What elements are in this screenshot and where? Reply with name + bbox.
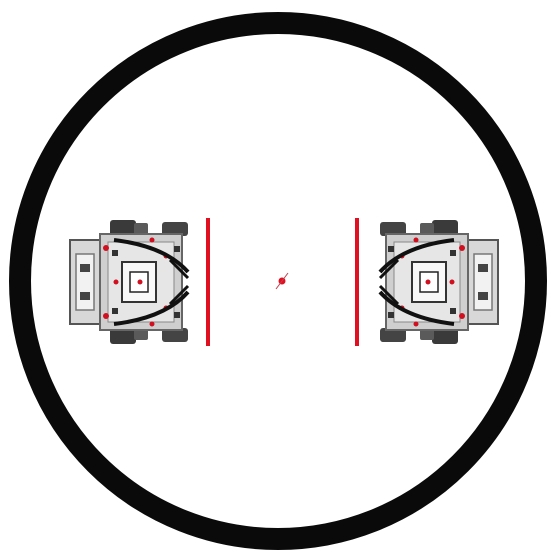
arena-canvas [0, 0, 551, 559]
sumo-arena-diagram [0, 0, 551, 559]
